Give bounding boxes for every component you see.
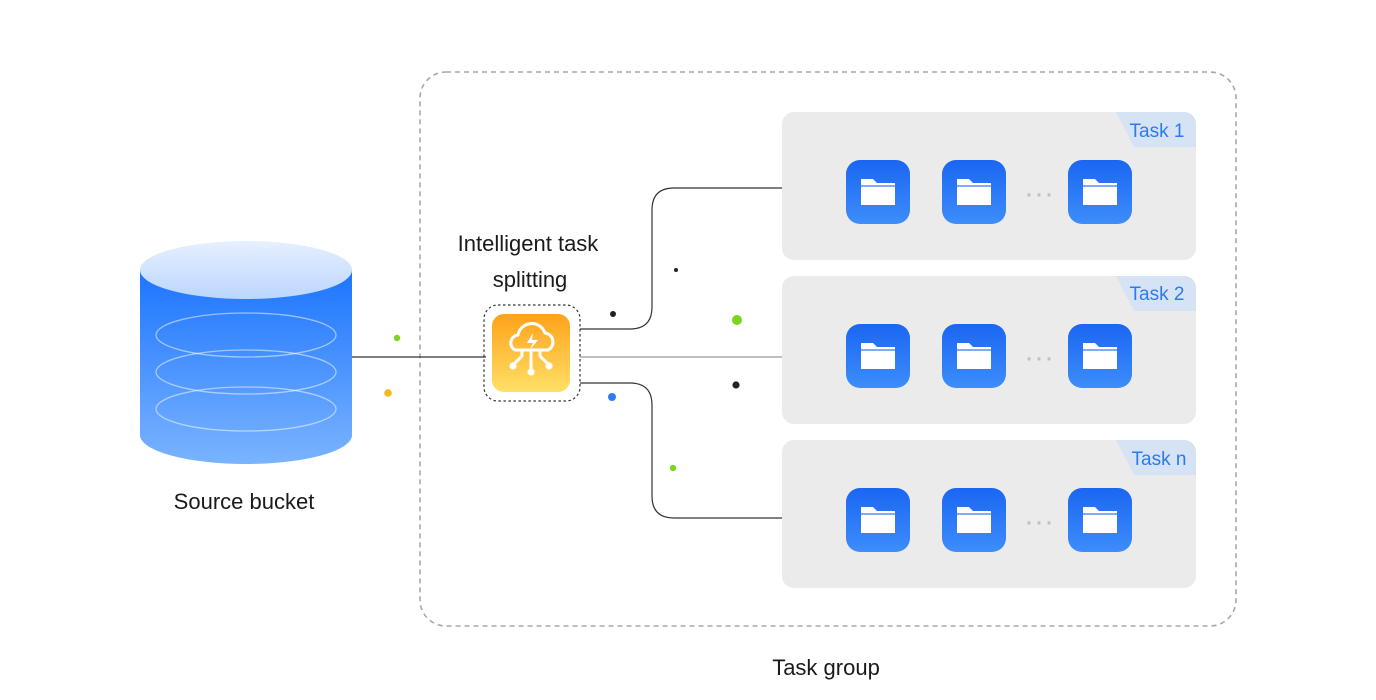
flow-dot bbox=[393, 334, 401, 342]
folder-icon bbox=[846, 324, 910, 388]
task-label: Task 1 bbox=[1130, 121, 1185, 142]
folder-icon bbox=[1068, 324, 1132, 388]
folder-icon bbox=[942, 160, 1006, 224]
flow-dot bbox=[669, 464, 677, 472]
flow-dot bbox=[732, 381, 740, 389]
cloud-lightning-network-icon bbox=[492, 314, 570, 392]
folder-icon bbox=[846, 160, 910, 224]
folder-icon bbox=[846, 488, 910, 552]
task-group-container bbox=[419, 71, 1237, 627]
flow-dot bbox=[674, 268, 678, 272]
source-bucket-label: Source bucket bbox=[174, 489, 315, 514]
folder-icon bbox=[1068, 488, 1132, 552]
flow-dot bbox=[608, 393, 616, 401]
ellipsis: ··· bbox=[1024, 341, 1054, 374]
task-label: Task 2 bbox=[1130, 284, 1185, 305]
connector-splitter-to-task1 bbox=[580, 187, 782, 330]
ellipsis: ··· bbox=[1024, 177, 1054, 210]
flow-dot bbox=[384, 389, 392, 397]
task-label: Task n bbox=[1132, 449, 1187, 470]
task-tab bbox=[1116, 276, 1196, 311]
splitter-label-line1: Intelligent task bbox=[458, 231, 600, 256]
task-tab bbox=[1116, 440, 1196, 475]
folder-icon bbox=[942, 488, 1006, 552]
ellipsis: ··· bbox=[1024, 505, 1054, 538]
flow-dot bbox=[610, 311, 616, 317]
folder-icon bbox=[1068, 160, 1132, 224]
connector-splitter-to-taskn bbox=[580, 382, 782, 519]
flow-dot bbox=[732, 315, 742, 325]
splitter-label-line2: splitting bbox=[493, 267, 568, 292]
folder-icon bbox=[942, 324, 1006, 388]
source-bucket-icon bbox=[140, 241, 352, 464]
task-group-label: Task group bbox=[772, 655, 880, 680]
task-tab bbox=[1116, 112, 1196, 147]
